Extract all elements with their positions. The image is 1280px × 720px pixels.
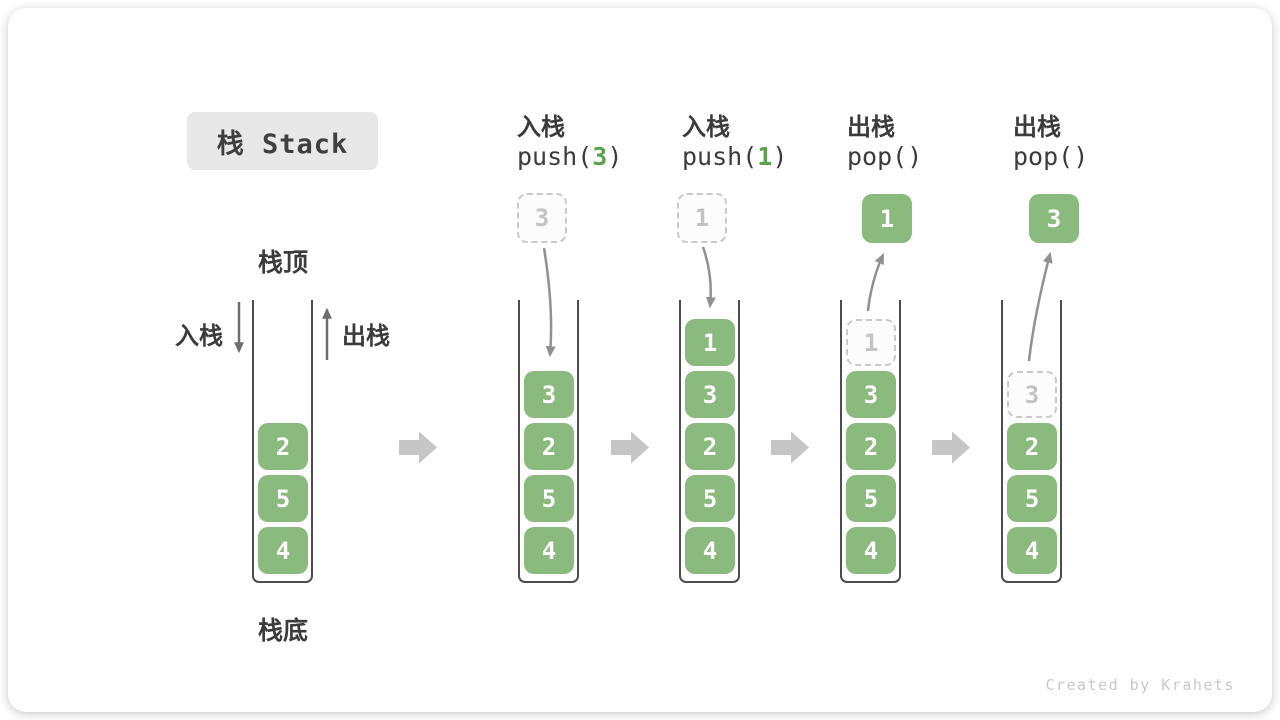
pop-side-label: 出栈 <box>342 322 390 350</box>
stack1-cell: 2 <box>258 423 308 470</box>
stack2-cell: 5 <box>524 475 574 522</box>
col3-floating-ghost-cell: 1 <box>677 193 727 243</box>
stack2-cell: 2 <box>524 423 574 470</box>
stack3-cell: 1 <box>685 319 735 366</box>
col2-call-arg: 3 <box>592 142 608 171</box>
watermark: Created by Krahets <box>1045 676 1235 694</box>
col2-floating-ghost-cell: 3 <box>517 193 567 243</box>
col2-call-suffix: ) <box>607 142 623 171</box>
stack2-cell: 3 <box>524 371 574 418</box>
stack-top-label: 栈顶 <box>257 248 308 277</box>
col3-call-prefix: push( <box>682 142 758 171</box>
col3-call-arg: 1 <box>757 142 773 171</box>
stack2-cell: 4 <box>524 527 574 574</box>
stack4-cell: 2 <box>846 423 896 470</box>
stack4-cell: 3 <box>846 371 896 418</box>
stack5-ghost-cell: 3 <box>1007 371 1057 418</box>
col2-call-prefix: push( <box>517 142 593 171</box>
col3-call-suffix: ) <box>772 142 788 171</box>
col4-call-label: pop() <box>847 142 923 171</box>
stack3-cell: 4 <box>685 527 735 574</box>
stack-bottom-label: 栈底 <box>257 616 308 645</box>
push-side-label: 入栈 <box>175 322 223 350</box>
stack5-cell: 2 <box>1007 423 1057 470</box>
col3-call-label: push(1) <box>682 142 787 171</box>
stack5-cell: 5 <box>1007 475 1057 522</box>
col3-op-label: 入栈 <box>682 113 730 141</box>
col2-call-label: push(3) <box>517 142 622 171</box>
stack4-cell: 4 <box>846 527 896 574</box>
diagram-title-box: 栈 Stack <box>187 112 378 170</box>
col2-op-label: 入栈 <box>517 113 565 141</box>
stack1-cell: 4 <box>258 527 308 574</box>
diagram-title: 栈 Stack <box>216 128 349 160</box>
col5-op-label: 出栈 <box>1013 113 1061 141</box>
stack4-ghost-cell: 1 <box>846 319 896 366</box>
col4-op-label: 出栈 <box>847 113 895 141</box>
col4-popped-cell: 1 <box>862 194 912 243</box>
stack4-cell: 5 <box>846 475 896 522</box>
stack3-cell: 2 <box>685 423 735 470</box>
stack3-cell: 3 <box>685 371 735 418</box>
stack5-cell: 4 <box>1007 527 1057 574</box>
col5-popped-cell: 3 <box>1029 194 1079 243</box>
col5-call-label: pop() <box>1013 142 1089 171</box>
stack3-cell: 5 <box>685 475 735 522</box>
stack1-cell: 5 <box>258 475 308 522</box>
